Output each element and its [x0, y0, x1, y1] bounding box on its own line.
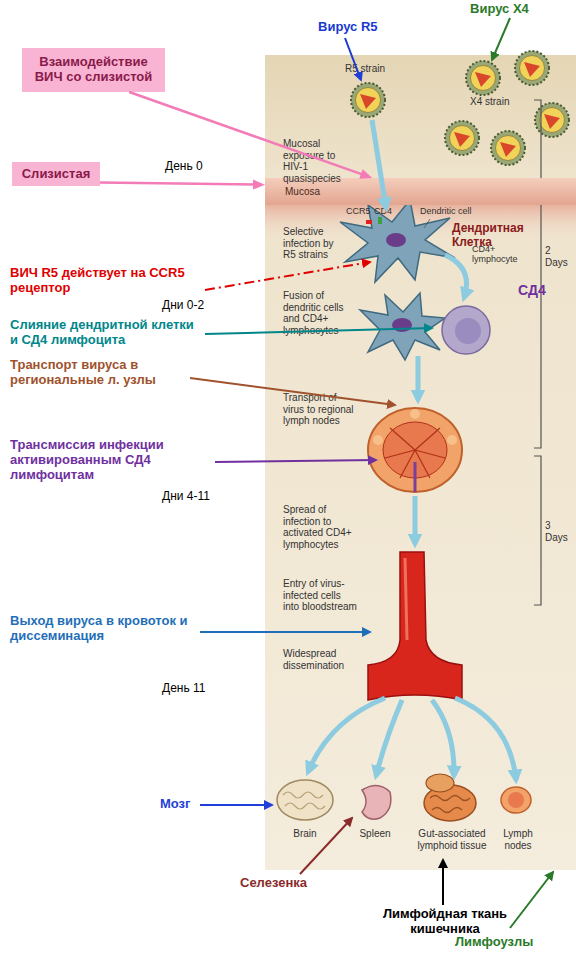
time-bracket	[534, 456, 541, 605]
stage-caption: Selective infection by R5 strains	[283, 226, 347, 261]
leader-arrow	[492, 18, 510, 60]
stage-caption: Spread of infection to activated CD4+ ly…	[283, 504, 353, 550]
organ-callout: Селезенка	[240, 876, 307, 891]
cell-label: Dendritic cell	[420, 206, 472, 216]
flow-arrow	[413, 496, 418, 544]
receptor-label: CCR5	[346, 206, 371, 216]
dendritic-cell	[360, 293, 445, 360]
annotation-text: Выход вируса в кровоток и диссеминация	[10, 614, 220, 644]
cd4-lymphocyte	[442, 306, 490, 354]
connector-line	[129, 92, 363, 175]
blood-vessel	[368, 552, 462, 700]
stage-caption: Mucosal exposure to HIV-1 quasispecies	[283, 138, 355, 184]
brain-folds	[283, 792, 325, 809]
organ-label: Spleen	[350, 828, 400, 840]
annotation-text: Слияние дендритной клетки и СД4 лимфоцит…	[10, 318, 205, 348]
day-marker: День 11	[162, 682, 205, 696]
leader-arrow	[442, 860, 444, 905]
duration-label: 2 Days	[545, 245, 575, 268]
virion	[491, 131, 525, 165]
cell-nucleus	[455, 318, 481, 344]
connector	[100, 180, 265, 190]
x4-virion	[466, 61, 500, 95]
cell-callout: СД4	[518, 282, 546, 298]
day-marker: Дни 4-11	[162, 490, 210, 504]
stomach-drawing	[426, 774, 454, 792]
day-marker: День 0	[165, 160, 203, 174]
stage-caption: Fusion of dendritic cells and CD4+ lymph…	[283, 290, 357, 336]
virion	[535, 103, 569, 137]
lymph-node-drawing	[501, 787, 531, 813]
virus-callout: Вирус R5	[318, 20, 378, 35]
strain-label: R5 strain	[345, 63, 385, 75]
note-box: Слизистая	[12, 162, 100, 186]
flow-arrow	[416, 356, 421, 400]
leader-arrow	[215, 460, 376, 462]
leader-arrow	[200, 804, 272, 806]
gut-loops	[430, 796, 470, 813]
node-text: Mucosa	[285, 186, 320, 198]
node-text: Слизистая	[22, 167, 91, 182]
day-marker: Дни 0-2	[162, 299, 204, 313]
cell-label: CD4+ lymphocyte	[472, 244, 518, 265]
organ-label: Gut-associated lymphoid tissue	[412, 828, 492, 851]
annotation-text: Транспорт вируса в региональные л. узлы	[10, 358, 188, 388]
virion	[515, 51, 549, 85]
leader-arrow	[200, 631, 370, 633]
stage-caption: Entry of virus-infected cells into blood…	[283, 578, 357, 613]
organ-callout: Мозг	[160, 797, 190, 812]
organ-label: Brain	[280, 828, 330, 840]
stage-caption: Widespread dissemination	[283, 648, 355, 671]
leader-arrow	[300, 818, 352, 874]
organ-callout: Лимфоузлы	[455, 935, 533, 950]
organ-callout: Лимфойдная ткань кишечника	[380, 907, 510, 937]
ccr5-receptor	[366, 220, 372, 224]
arrow-head	[253, 180, 265, 190]
vessel-highlight	[405, 558, 407, 640]
lymph-node-core	[508, 792, 524, 808]
spleen-drawing	[362, 785, 391, 819]
time-bracket	[534, 100, 541, 448]
connector	[129, 92, 372, 179]
strain-label: X4 strain	[470, 96, 509, 108]
leader-line	[424, 219, 430, 228]
organ-label: Lymph nodes	[496, 828, 540, 851]
efferent-vessel	[414, 462, 417, 492]
cd4-receptor	[378, 217, 382, 224]
cell-callout: Дендритная Клетка	[452, 222, 542, 250]
virion	[445, 121, 479, 155]
leader-arrow	[510, 872, 553, 928]
lymph-node	[368, 408, 462, 492]
r5-virion	[351, 83, 385, 117]
cell-nucleus	[386, 233, 406, 247]
stage-caption: Transport of virus to regional lymph nod…	[283, 392, 357, 427]
flow-arrow	[432, 700, 454, 776]
cell-nucleus	[392, 318, 412, 332]
receptor-label: CD4	[374, 206, 392, 216]
flow-arrow	[308, 698, 385, 772]
duration-label: 3 Days	[545, 520, 575, 543]
annotation-text: ВИЧ R5 действует на CCR5 рецептор	[10, 266, 210, 296]
flow-arrow	[445, 255, 467, 298]
annotation-text: Трансмиссия инфекции активированным СД4 …	[10, 438, 192, 483]
follicle	[373, 435, 383, 445]
flow-arrow	[455, 698, 516, 780]
follicle	[447, 435, 457, 445]
follicle	[410, 409, 420, 419]
connector-line	[100, 182, 255, 184]
brain-drawing	[277, 780, 333, 820]
note-box: Взаимодействие ВИЧ со слизистой	[22, 48, 165, 92]
leader-arrow	[205, 262, 370, 290]
panel-background	[265, 55, 576, 870]
node-text: Взаимодействие ВИЧ со слизистой	[26, 55, 161, 85]
virus-callout: Вирус X4	[470, 2, 529, 17]
flow-arrow	[376, 700, 402, 776]
